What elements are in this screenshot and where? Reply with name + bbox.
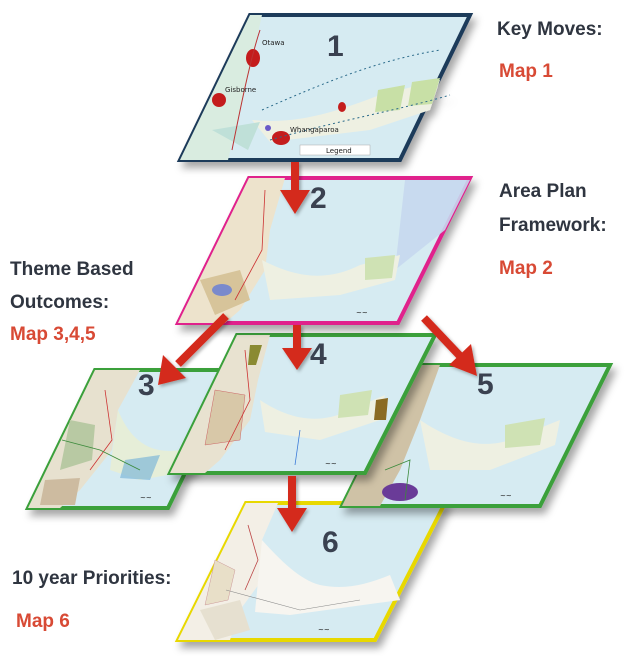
priorities-title: 10 year Priorities:	[12, 568, 172, 589]
svg-text:~~: ~~	[356, 309, 368, 317]
theme-title-line2: Outcomes:	[10, 292, 110, 313]
map-3-number: 3	[138, 369, 155, 402]
map-5-panel: ~~	[338, 363, 614, 508]
theme-title-line1: Theme Based	[10, 259, 134, 280]
theme-map: Map 3,4,5	[10, 324, 96, 345]
map-1-number: 1	[327, 30, 344, 63]
priorities-map: Map 6	[16, 611, 70, 632]
area-plan-title-line1: Area Plan	[499, 181, 587, 202]
arrow-2-to-4	[282, 325, 312, 370]
map1-place-3: Whangaparoa	[290, 126, 339, 134]
arrow-2-to-3	[158, 313, 229, 385]
svg-text:~~: ~~	[500, 492, 512, 500]
map-2-number: 2	[310, 182, 327, 215]
key-moves-title: Key Moves:	[497, 19, 603, 40]
arrow-4-to-6	[277, 476, 307, 532]
key-moves-map: Map 1	[499, 61, 553, 82]
area-plan-map: Map 2	[499, 258, 553, 279]
svg-text:~~: ~~	[325, 460, 337, 468]
map1-legend: Legend	[326, 147, 352, 155]
map-5-number: 5	[477, 368, 494, 401]
svg-text:~~: ~~	[318, 626, 330, 634]
map-4-panel: ~~	[166, 333, 439, 475]
map1-place-2: Gisborne	[225, 86, 256, 94]
arrow-1-to-2	[280, 162, 310, 214]
arrow-2-to-5	[421, 315, 477, 376]
map-6-number: 6	[322, 526, 339, 559]
map1-place-1: Otawa	[262, 39, 285, 47]
map-4-number: 4	[310, 338, 327, 371]
flow-arrows	[158, 162, 477, 532]
area-plan-title-line2: Framework:	[499, 215, 607, 236]
svg-text:~~: ~~	[140, 494, 152, 502]
map-1-panel: Otawa Gisborne Whangaparoa Legend	[176, 13, 474, 162]
map-2-panel: ~~	[174, 176, 474, 325]
map-6-panel: ~~	[174, 501, 449, 642]
